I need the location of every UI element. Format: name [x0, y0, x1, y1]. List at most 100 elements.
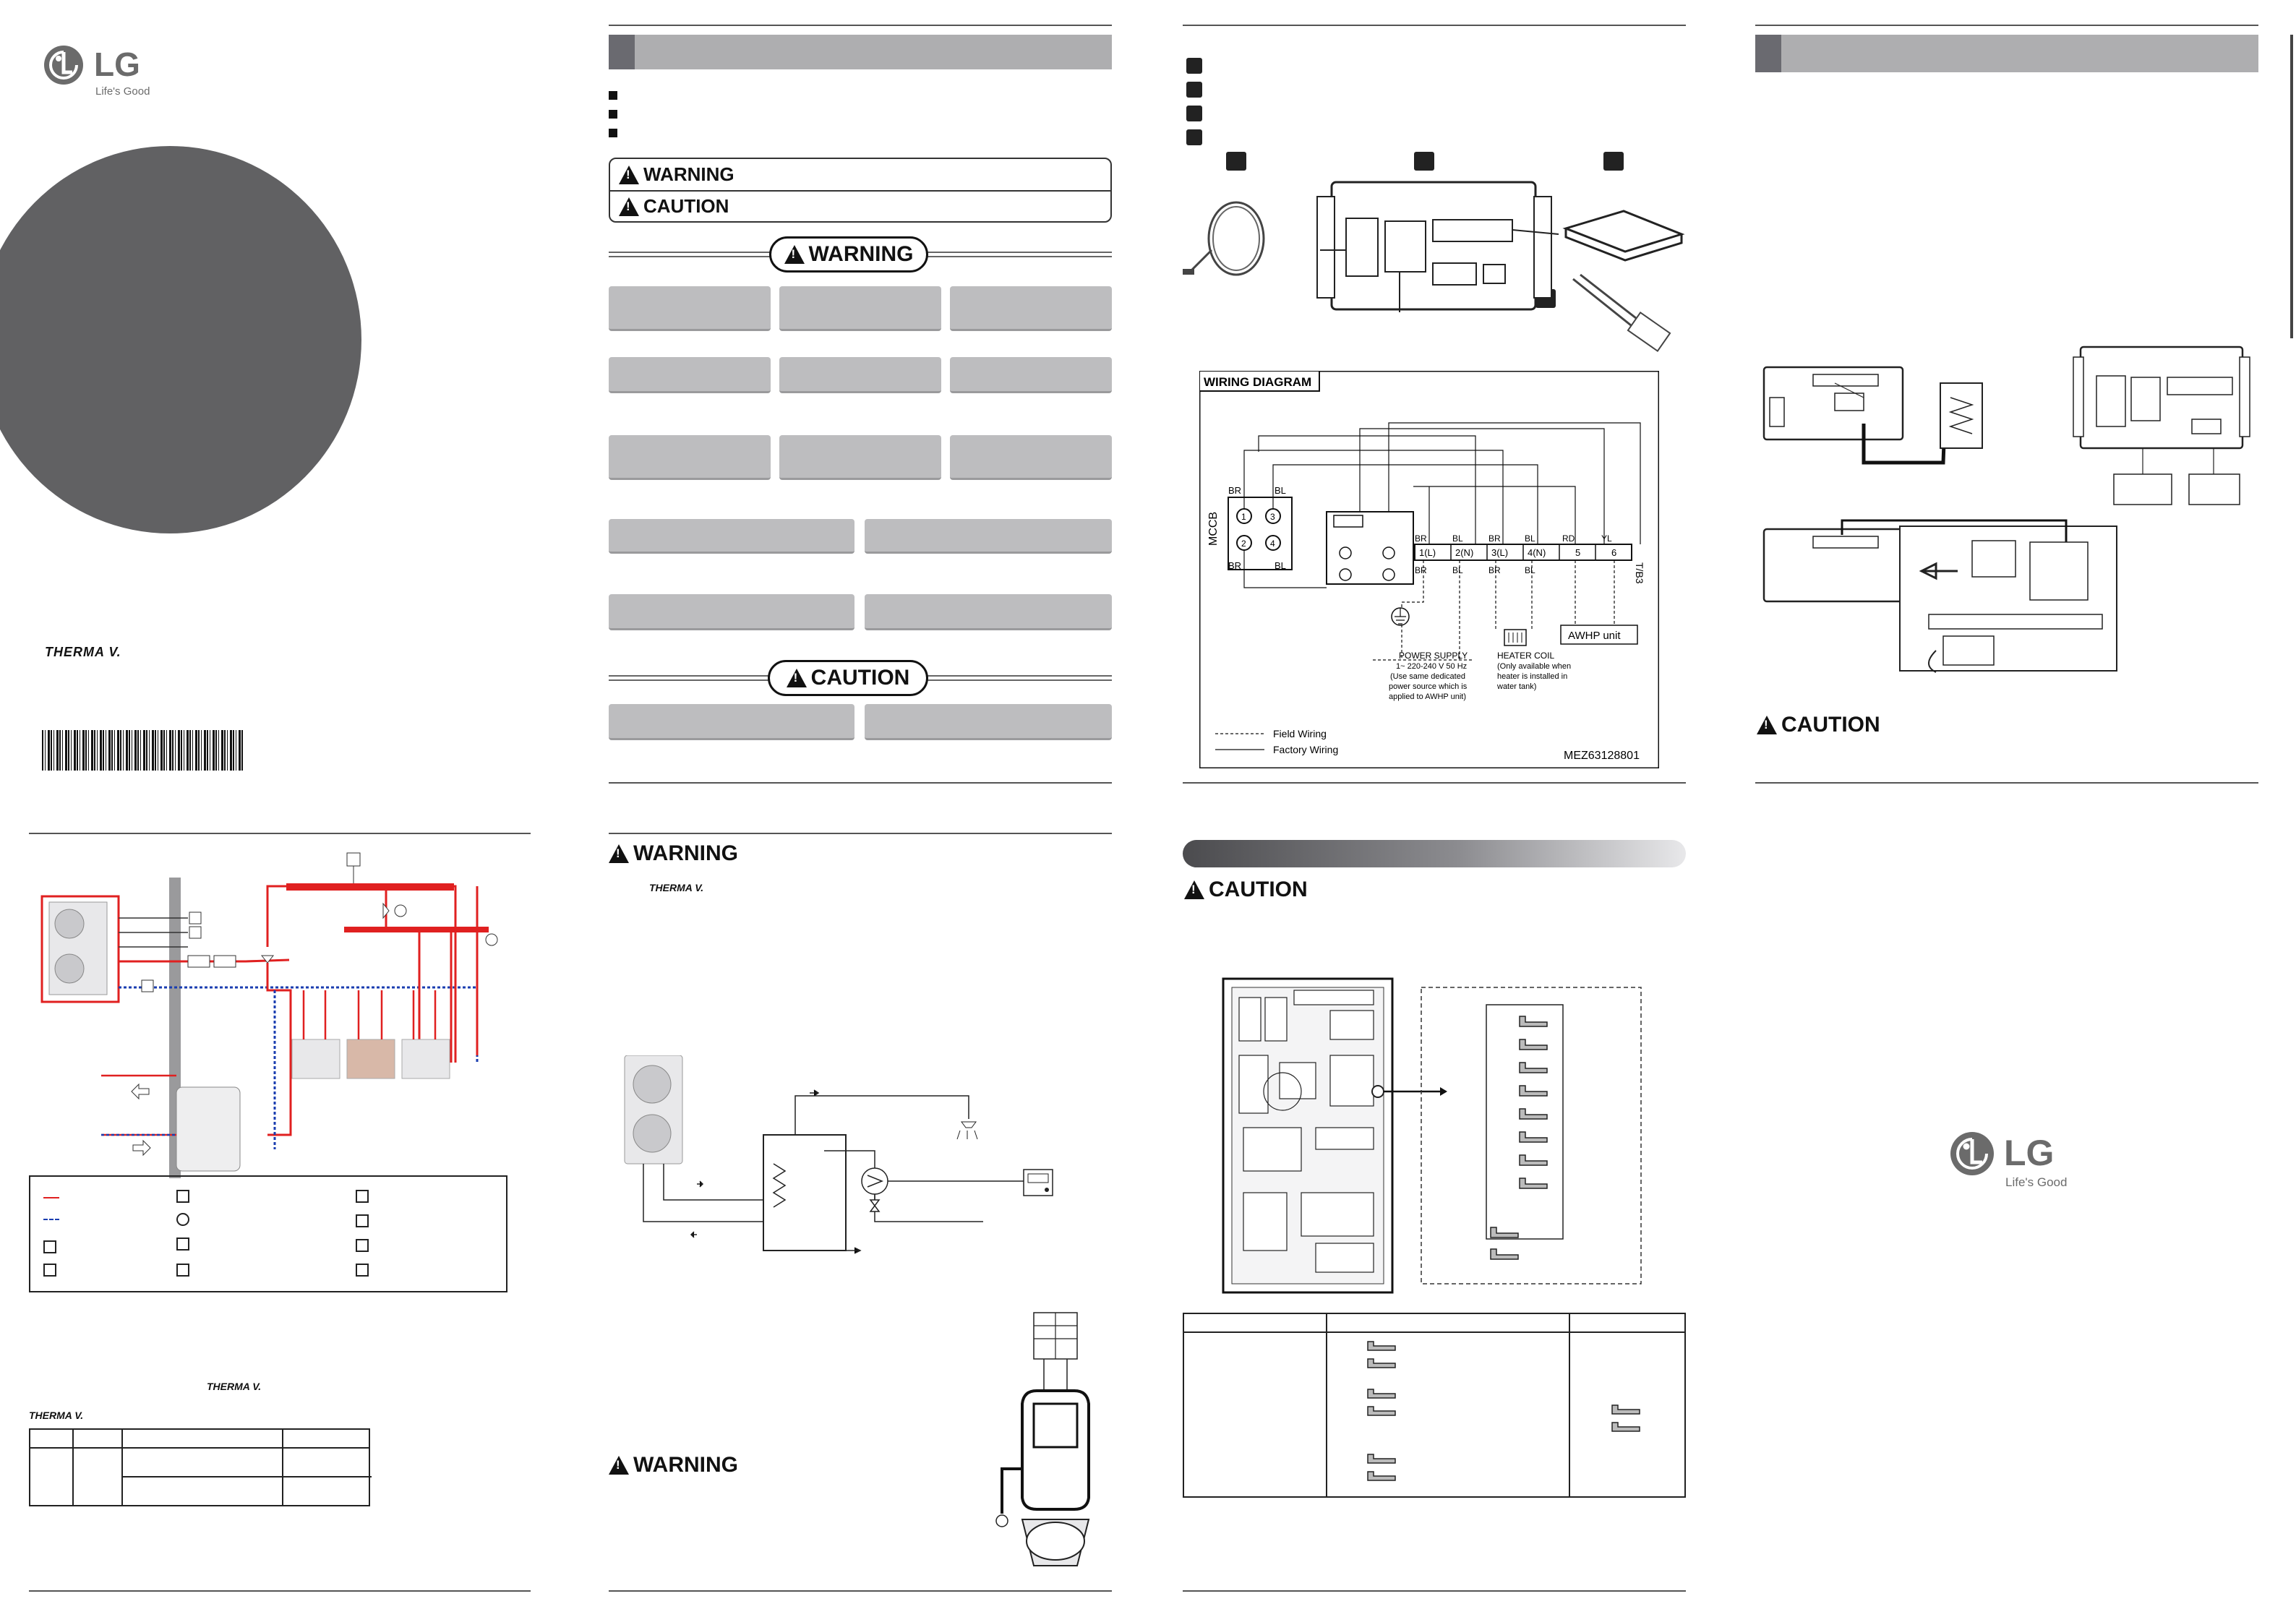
warning-triangle-icon	[784, 245, 805, 264]
heater-coil-text: (Only available when	[1497, 662, 1571, 671]
panel6-warning-label-2: WARNING	[633, 1453, 738, 1477]
installation-illustration	[1762, 346, 2250, 673]
lg-logo-icon	[1950, 1132, 1994, 1175]
wire-color: BL	[1452, 565, 1463, 575]
warning-banner-text: WARNING	[808, 242, 914, 266]
panel2-bullets	[609, 91, 617, 137]
cover-logo: LG Life's Good	[42, 43, 158, 101]
barcode	[42, 730, 243, 771]
caution-banner-text: CAUTION	[810, 666, 910, 690]
caution-box	[865, 704, 1112, 740]
panel3-top-rule	[1183, 25, 1686, 26]
wire-color: BL	[1525, 565, 1535, 575]
pole-1: 1	[1241, 512, 1246, 522]
panel3-bottom-rule	[1183, 782, 1686, 784]
terminal: 1(L)	[1419, 547, 1436, 558]
legend-factory: Factory Wiring	[1273, 744, 1338, 755]
thermostat-illustration	[995, 1312, 1090, 1566]
therma-logo-cover: THERMA V.	[45, 645, 121, 659]
terminal: 4(N)	[1528, 547, 1546, 558]
therma-logo-p5a: THERMA V.	[207, 1381, 262, 1392]
warn-box	[779, 357, 941, 393]
pole-4: 4	[1270, 539, 1275, 549]
panel4-bottom-rule	[1755, 782, 2258, 784]
wiring-diagram: WIRING DIAGRAM MCCB 1 3 2 4 BR BL BR BL …	[1199, 371, 1659, 768]
panel6-bottom-rule	[609, 1590, 1112, 1592]
panel4-top-rule	[1755, 25, 2258, 26]
panel4-section-bar	[1755, 35, 2258, 72]
logo-text: LG	[94, 46, 140, 83]
panel6-warning-label: WARNING	[633, 841, 738, 865]
panel7-caution-head: CAUTION	[1184, 878, 1308, 902]
legend-field: Field Wiring	[1273, 728, 1327, 739]
warning-triangle-icon	[1757, 716, 1777, 734]
terminal: 5	[1575, 547, 1580, 558]
warn-caution-box: WARNING CAUTION	[609, 158, 1112, 223]
warn-box	[779, 435, 941, 480]
warn-box	[950, 435, 1112, 480]
wire-color: BL	[1452, 533, 1463, 544]
panel5-top-rule	[29, 833, 531, 834]
warning-triangle-icon	[609, 1456, 629, 1475]
panel7-caution-label: CAUTION	[1209, 878, 1308, 901]
step-marker	[1186, 106, 1202, 121]
dip-switch-table	[1183, 1313, 1686, 1498]
back-logo: LG Life's Good	[1949, 1131, 2072, 1191]
cover-circle	[0, 146, 361, 533]
wire-color: BR	[1415, 533, 1427, 544]
back-logo-tagline: Life's Good	[2005, 1175, 2068, 1189]
spec-table	[29, 1428, 372, 1506]
power-supply-text: applied to AWHP unit)	[1389, 692, 1466, 701]
warning-triangle-icon	[619, 165, 639, 184]
wire-color: BL	[1275, 560, 1286, 571]
warn-box	[950, 286, 1112, 331]
warn-box	[609, 357, 771, 393]
warn-box	[609, 286, 771, 331]
wire-color: BR	[1488, 565, 1501, 575]
part-number: MEZ63128801	[1564, 750, 1640, 762]
tb3-label: T/B3	[1634, 562, 1645, 584]
panel7-bottom-rule	[1183, 1590, 1686, 1592]
terminal: 3(L)	[1491, 547, 1508, 558]
heater-coil-text: heater is installed in	[1497, 672, 1567, 681]
back-logo-text: LG	[2004, 1133, 2055, 1173]
wire-color: BR	[1228, 485, 1241, 496]
wire-color: YL	[1601, 533, 1612, 544]
warn-box	[609, 435, 771, 480]
panel2-section-bar	[609, 35, 1112, 69]
warn-box	[609, 594, 854, 630]
system-legend	[29, 1175, 507, 1292]
terminal: 2(N)	[1455, 547, 1473, 558]
pole-3: 3	[1270, 512, 1275, 522]
logo-tagline: Life's Good	[95, 85, 150, 98]
warn-box	[779, 286, 941, 331]
warning-triangle-icon	[1184, 880, 1204, 899]
power-supply-text: (Use same dedicated	[1390, 672, 1465, 681]
dip-switch-table-icons	[1367, 1341, 1640, 1481]
wire-color: BL	[1525, 533, 1535, 544]
panel2-bottom-rule	[609, 782, 1112, 784]
heater-coil-text: HEATER COIL	[1497, 651, 1554, 661]
panel4-caution-head: CAUTION	[1757, 713, 1880, 737]
panel6-top-rule	[609, 833, 1112, 834]
panel7-gradient-bar	[1183, 840, 1686, 867]
heater-coil-text: water tank)	[1496, 682, 1536, 691]
therma-logo-p5b: THERMA V.	[29, 1410, 84, 1421]
dhw-diagram	[624, 1055, 1053, 1254]
power-supply-text: POWER SUPPLY	[1399, 651, 1468, 661]
power-supply-text: 1~ 220-240 V 50 Hz	[1396, 662, 1467, 671]
ground-icon	[995, 1514, 1008, 1527]
caution-label: CAUTION	[643, 195, 729, 217]
power-supply-text: power source which is	[1389, 682, 1468, 691]
warn-box	[865, 594, 1112, 630]
lg-logo-icon	[44, 46, 83, 85]
panel5-bottom-rule	[29, 1590, 531, 1592]
awhp-unit-label: AWHP unit	[1568, 630, 1621, 642]
system-diagram	[40, 852, 498, 1178]
warning-label: WARNING	[643, 163, 734, 185]
wire-color: RD	[1562, 533, 1575, 544]
pcb-dip-switch	[1222, 977, 1642, 1294]
warn-box	[609, 519, 854, 554]
panel4-caution-label: CAUTION	[1781, 713, 1880, 737]
wire-color: BR	[1228, 560, 1241, 571]
